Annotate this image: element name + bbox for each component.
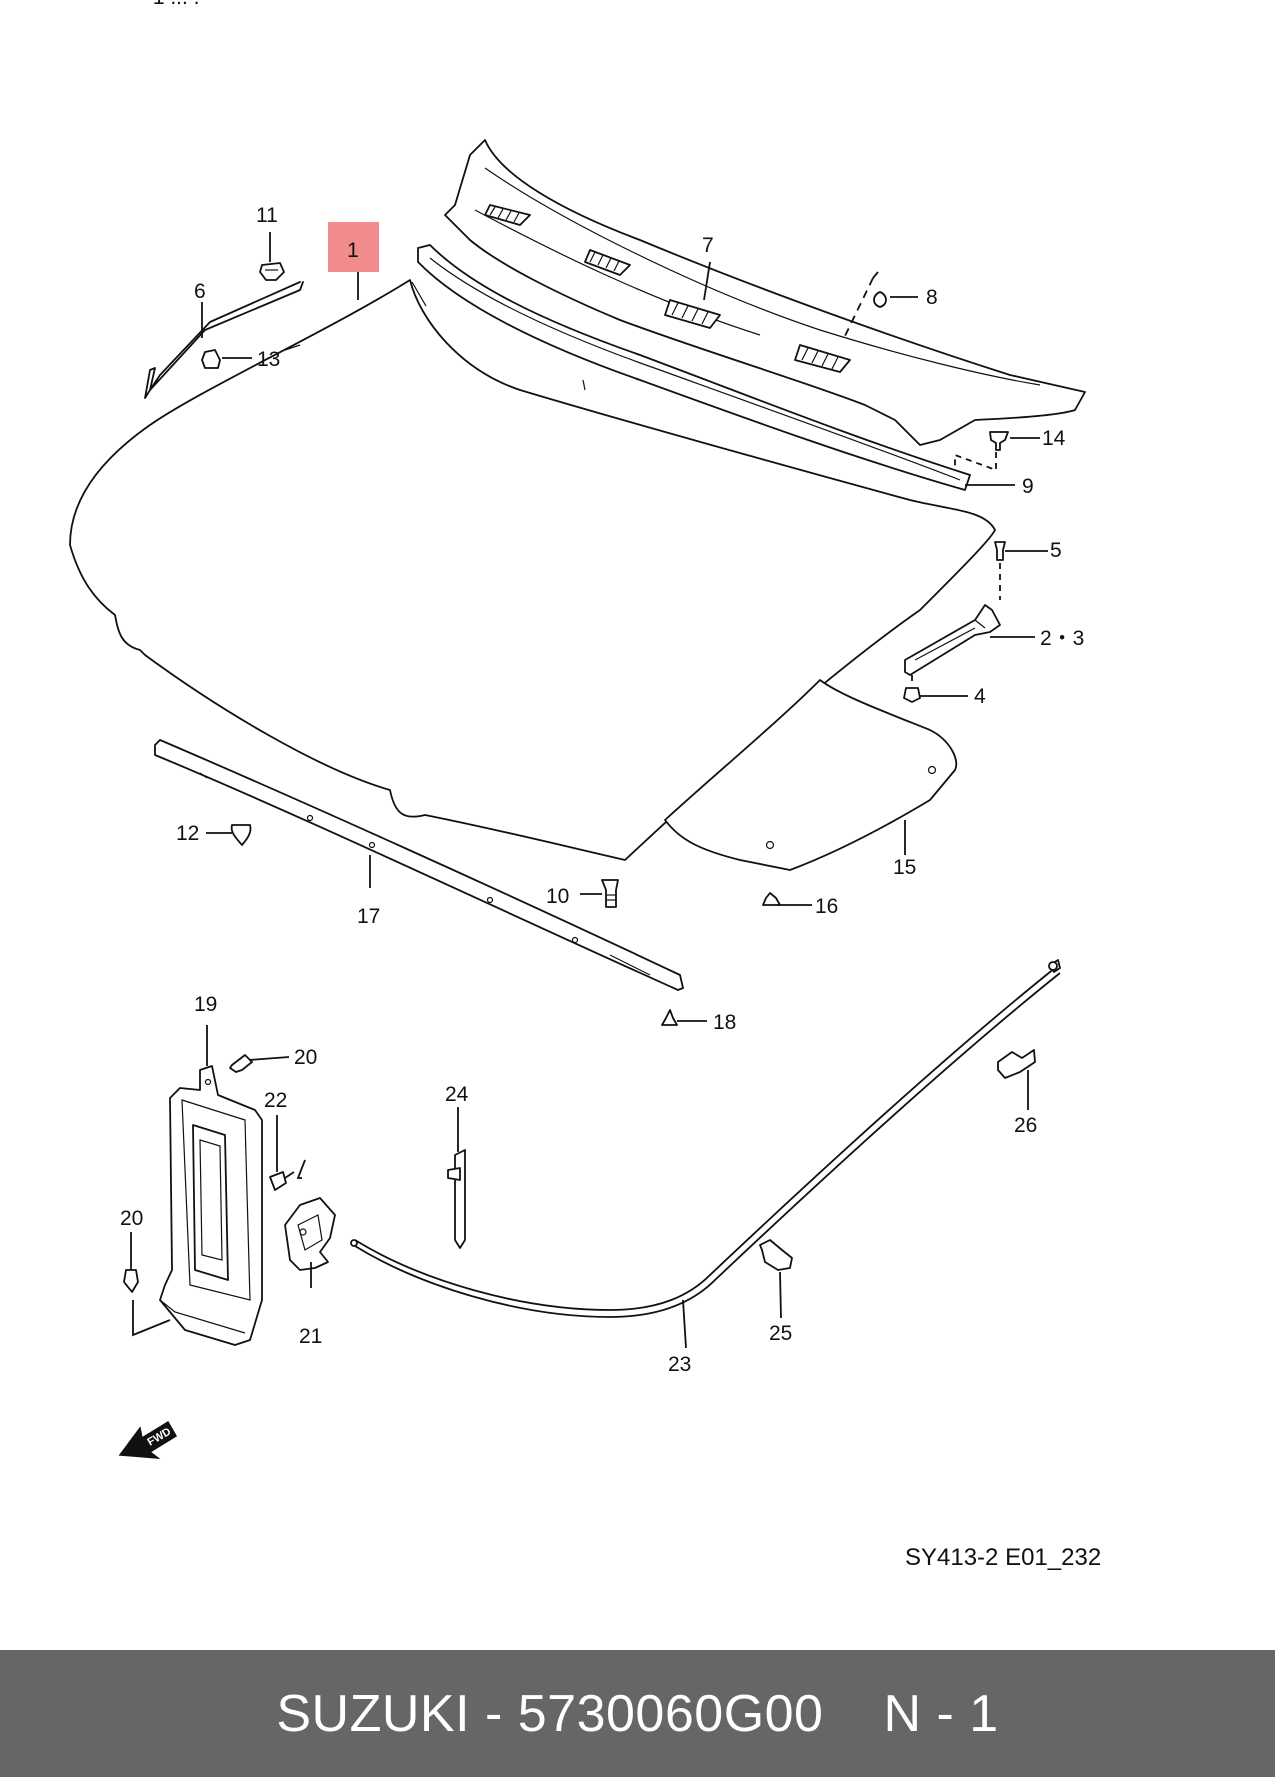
footer-separator: - [484,1684,503,1743]
seal-clip-12 [230,824,252,846]
callout-21[interactable]: 21 [299,1325,322,1348]
cowl-vent-hatching [484,204,851,373]
callout-8[interactable]: 8 [926,286,938,309]
bracket-bolt-lower [123,1269,171,1337]
callout-4[interactable]: 4 [974,685,986,708]
callout-23[interactable]: 23 [668,1353,691,1376]
leader-lines [130,232,1048,1349]
callout-11[interactable]: 11 [256,204,278,227]
hinge-bolt-bottom [903,675,921,703]
hood-front-seal [154,739,684,991]
hood-panel [69,279,996,861]
hood-latch [284,1197,336,1271]
callout-20-upper[interactable]: 20 [294,1046,317,1069]
release-cable [350,959,1061,1318]
parts-diagram: - 1 .:. . [69,0,1086,1459]
callout-25[interactable]: 25 [769,1322,792,1345]
callout-22[interactable]: 22 [264,1089,287,1112]
rod-holder-clip [259,262,285,281]
callout-6[interactable]: 6 [194,280,206,303]
hood-bumper [601,879,619,908]
callout-15[interactable]: 15 [893,856,916,879]
drawing-code: SY413-2 E01_232 [905,1544,1102,1571]
callout-20-lower[interactable]: 20 [120,1207,143,1230]
cowl-clip [954,431,1009,472]
callout-10[interactable]: 10 [546,885,569,908]
callout-1[interactable]: 1 [347,239,359,262]
rod-clip [201,349,221,369]
callout-26[interactable]: 26 [1014,1114,1037,1137]
callout-7[interactable]: 7 [702,234,714,257]
callout-24[interactable]: 24 [445,1083,469,1106]
insulator-clip [762,892,781,906]
callout-5[interactable]: 5 [1050,539,1062,562]
callout-18[interactable]: 18 [713,1011,736,1034]
footer-part-number: 5730060G00 [517,1684,824,1743]
latch-support-bracket [159,1065,263,1346]
callout-14[interactable]: 14 [1042,427,1066,450]
hinge-bolt-top [994,541,1006,600]
callout-13[interactable]: 13 [257,348,280,371]
cowl-top-panel [444,139,1086,446]
cable-clamp [759,1239,793,1271]
footer-brand: SUZUKI [276,1684,471,1743]
cowl-grommet [844,271,887,337]
latch-release-striker [447,1149,466,1249]
hood-rear-seal [417,244,971,491]
callout-16[interactable]: 16 [815,895,838,918]
top-text-fragment: - 1 .:. . [140,0,200,9]
callout-19[interactable]: 19 [194,993,217,1016]
callout-2-3[interactable]: 2・3 [1040,627,1084,650]
hood-insulator [664,679,958,871]
latch-bolt [269,1159,306,1191]
callout-17[interactable]: 17 [357,905,380,928]
highlighted-callout-box [328,222,379,272]
footer-position: N - 1 [883,1684,999,1743]
hood-hinge [904,604,1001,676]
seal-clip-18 [661,1009,678,1026]
bracket-bolt-upper [229,1054,253,1073]
callout-12[interactable]: 12 [176,822,199,845]
footer-banner: SUZUKI - 5730060G00 N - 1 [0,1650,1275,1777]
callout-9[interactable]: 9 [1022,475,1034,498]
fwd-arrow-icon: FWD [118,1420,178,1459]
cable-grommet [997,1049,1036,1079]
hood-prop-rod [144,281,304,399]
